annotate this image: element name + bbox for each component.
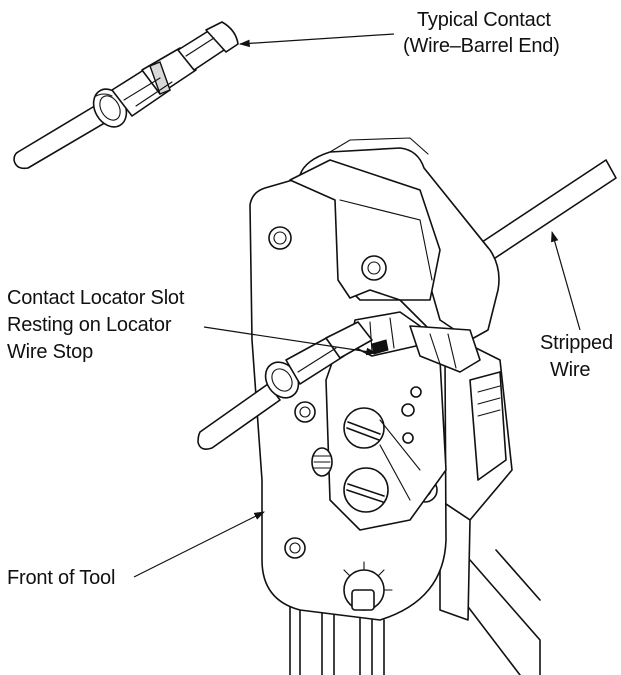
stripped-label: Stripped	[540, 332, 613, 354]
wire-stop-label: Wire Stop	[7, 341, 94, 363]
stripped-wire-leader	[551, 230, 581, 331]
typical-contact-leader	[238, 33, 395, 48]
contact-drawing	[13, 21, 239, 170]
front-of-tool-label: Front of Tool	[7, 567, 116, 589]
locator-slot-leader	[203, 326, 378, 356]
resting-on-locator-label: Resting on Locator	[7, 314, 172, 336]
wire-barrel-end-label: (Wire–Barrel End)	[403, 35, 560, 57]
contact-locator-slot-label: Contact Locator Slot	[7, 287, 185, 309]
inserted-contact-drawing	[197, 321, 373, 450]
front-of-tool-leader	[133, 511, 265, 578]
wire-label: Wire	[550, 359, 591, 381]
crimp-tool-drawing	[249, 137, 541, 675]
typical-contact-label: Typical Contact	[417, 9, 551, 31]
